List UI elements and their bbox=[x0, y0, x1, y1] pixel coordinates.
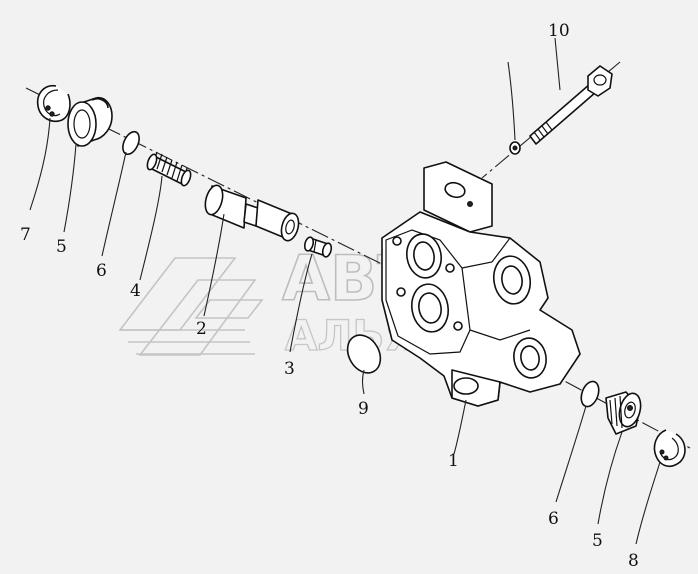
callout-5-right: 5 bbox=[592, 531, 603, 551]
leader-7-left bbox=[29, 117, 51, 211]
callout-6-left: 6 bbox=[96, 261, 107, 281]
part-3-pin bbox=[303, 236, 333, 258]
callout-3: 3 bbox=[284, 359, 295, 379]
leader-4 bbox=[139, 175, 163, 281]
part-2-spool bbox=[204, 184, 300, 242]
part-7-right-circlip bbox=[653, 429, 686, 468]
leader-5-left bbox=[63, 143, 77, 233]
callout-4: 4 bbox=[130, 281, 141, 301]
leader-10 bbox=[507, 61, 516, 141]
watermark-logo bbox=[118, 257, 264, 356]
callout-5-left: 5 bbox=[56, 237, 67, 257]
callout-7-left: 7 bbox=[20, 225, 31, 245]
leader-2 bbox=[203, 213, 225, 317]
leader-8 bbox=[361, 369, 365, 395]
part-6-right-oring bbox=[580, 380, 600, 408]
callout-9: 10 bbox=[548, 21, 570, 41]
leader-5-right bbox=[597, 431, 623, 525]
callout-1: 1 bbox=[448, 451, 459, 471]
leader-6-left bbox=[101, 151, 127, 257]
part-5-left-plug bbox=[67, 96, 113, 147]
leader-9 bbox=[554, 37, 561, 91]
part-5-right-plug bbox=[605, 391, 642, 435]
part-8-oring bbox=[346, 334, 382, 374]
leader-1 bbox=[453, 399, 467, 455]
leader-3 bbox=[289, 253, 313, 353]
leader-6-right bbox=[555, 405, 587, 503]
part-1-valve-body bbox=[381, 161, 581, 407]
part-9-bolt bbox=[529, 65, 613, 145]
part-6-left-oring bbox=[122, 130, 140, 156]
callout-6-right: 6 bbox=[548, 509, 559, 529]
leader-lines bbox=[29, 37, 661, 545]
part-10-washer bbox=[509, 141, 521, 155]
leader-7-right bbox=[635, 461, 661, 545]
callouts: 7 5 6 4 2 3 9 1 10 6 5 8 bbox=[20, 21, 639, 571]
callout-2: 2 bbox=[196, 319, 207, 339]
part-7-left-circlip bbox=[36, 84, 71, 122]
callout-7-right: 8 bbox=[628, 551, 639, 571]
callout-8: 9 bbox=[358, 399, 369, 419]
part-4-spring bbox=[146, 151, 192, 187]
